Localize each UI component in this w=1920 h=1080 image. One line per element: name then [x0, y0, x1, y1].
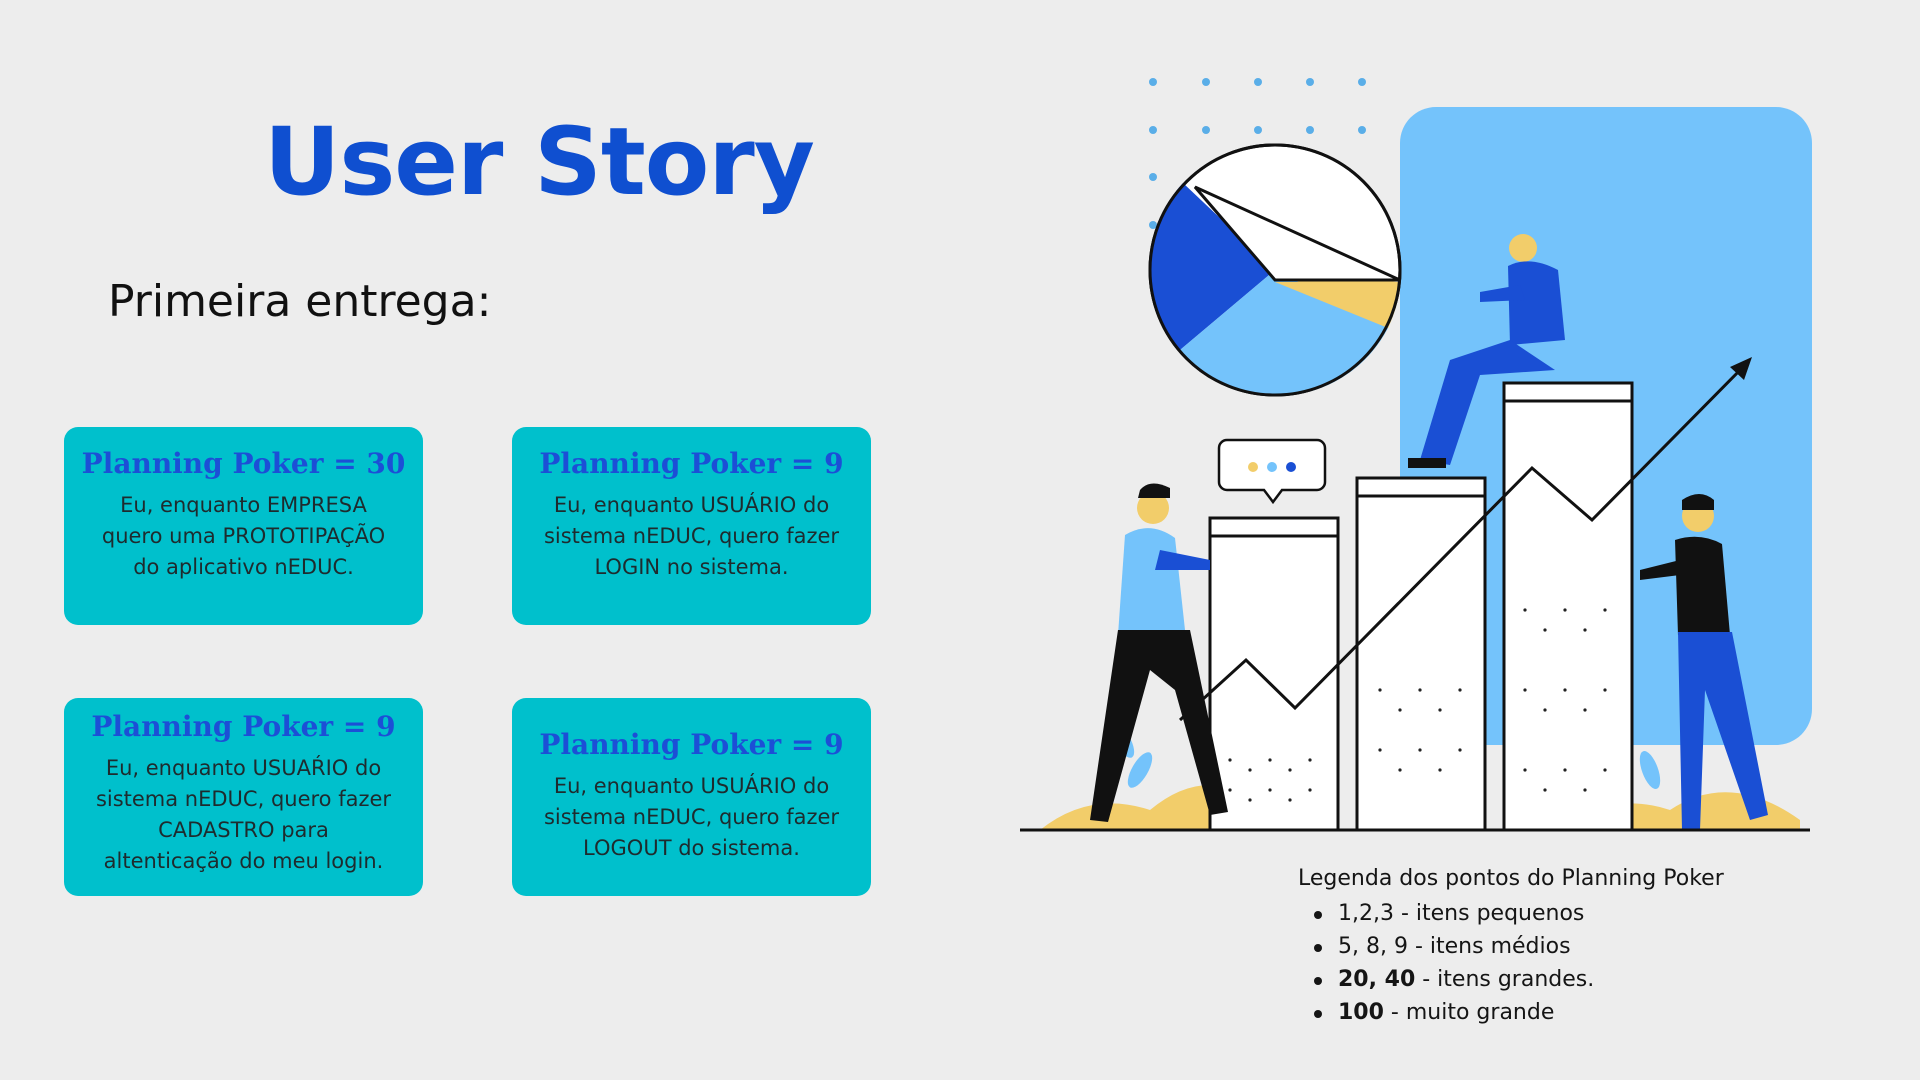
- card-line: LOGIN no sistema.: [594, 555, 789, 579]
- card-line: Eu, enquanto USUÁRIO do: [553, 774, 830, 798]
- legend-value: 1,2,3: [1338, 901, 1394, 926]
- planning-poker-legend: Legenda dos pontos do Planning Poker 1,2…: [1298, 866, 1724, 1029]
- card-title: Planning Poker = 9: [91, 710, 396, 743]
- legend-item: 5, 8, 9 - itens médios: [1308, 930, 1724, 963]
- legend-list: 1,2,3 - itens pequenos 5, 8, 9 - itens m…: [1298, 897, 1724, 1029]
- card-line: Eu, enquanto USUAŔIO do: [105, 756, 382, 780]
- bar-chart-illustration: [1208, 381, 1634, 832]
- card-line: CADASTRO para: [158, 818, 329, 842]
- dot-grid-decoration: [1149, 78, 1366, 276]
- story-card-login: Planning Poker = 9 Eu, enquanto USUÁRIO …: [512, 427, 871, 625]
- legend-text: - itens pequenos: [1393, 901, 1585, 926]
- person-illustration: [1640, 494, 1768, 830]
- card-line: sistema nEDUC, quero fazer: [543, 805, 840, 829]
- story-card-cadastro: Planning Poker = 9 Eu, enquanto USUAŔIO …: [64, 698, 423, 896]
- growth-illustration: [1020, 78, 1812, 832]
- card-title: Planning Poker = 30: [81, 447, 406, 480]
- card-title: Planning Poker = 9: [539, 447, 844, 480]
- legend-text: - itens grandes.: [1415, 967, 1595, 992]
- speech-bubble-icon: [1217, 438, 1327, 505]
- legend-text: - itens médios: [1407, 934, 1571, 959]
- legend-item: 1,2,3 - itens pequenos: [1308, 897, 1724, 930]
- legend-title: Legenda dos pontos do Planning Poker: [1298, 866, 1724, 891]
- card-line: Eu, enquanto USUÁRIO do: [553, 493, 830, 517]
- card-line: do aplicativo nEDUC.: [133, 555, 354, 579]
- legend-value: 5, 8, 9: [1338, 934, 1408, 959]
- card-description: Eu, enquanto USUÁRIO do sistema nEDUC, q…: [526, 490, 857, 583]
- card-line: LOGOUT do sistema.: [583, 836, 800, 860]
- card-description: Eu, enquanto USUAŔIO do sistema nEDUC, q…: [78, 753, 409, 877]
- person-illustration: [1090, 483, 1228, 822]
- legend-item: 100 - muito grande: [1308, 996, 1724, 1029]
- story-card-empresa: Planning Poker = 30 Eu, enquanto EMPRESA…: [64, 427, 423, 625]
- card-title: Planning Poker = 9: [539, 728, 844, 761]
- trend-arrow-icon: [1178, 360, 1750, 722]
- legend-item: 20, 40 - itens grandes.: [1308, 963, 1724, 996]
- card-line: sistema nEDUC, quero fazer: [543, 524, 840, 548]
- card-line: quero uma PROTOTIPAÇÃO: [101, 524, 386, 548]
- card-line: altenticação do meu login.: [103, 849, 384, 873]
- pie-chart-illustration: [1148, 143, 1402, 397]
- legend-value: 100: [1338, 1000, 1384, 1025]
- legend-text: - muito grande: [1383, 1000, 1555, 1025]
- legend-value: 20, 40: [1338, 967, 1416, 992]
- card-line: Eu, enquanto EMPRESA: [120, 493, 367, 517]
- story-card-logout: Planning Poker = 9 Eu, enquanto USUÁRIO …: [512, 698, 871, 896]
- slide-subtitle: Primeira entrega:: [108, 276, 492, 327]
- card-description: Eu, enquanto USUÁRIO do sistema nEDUC, q…: [526, 771, 857, 864]
- card-description: Eu, enquanto EMPRESA quero uma PROTOTIPA…: [78, 490, 409, 583]
- person-illustration: [1408, 234, 1565, 468]
- slide-title: User Story: [264, 108, 815, 217]
- card-line: sistema nEDUC, quero fazer: [95, 787, 392, 811]
